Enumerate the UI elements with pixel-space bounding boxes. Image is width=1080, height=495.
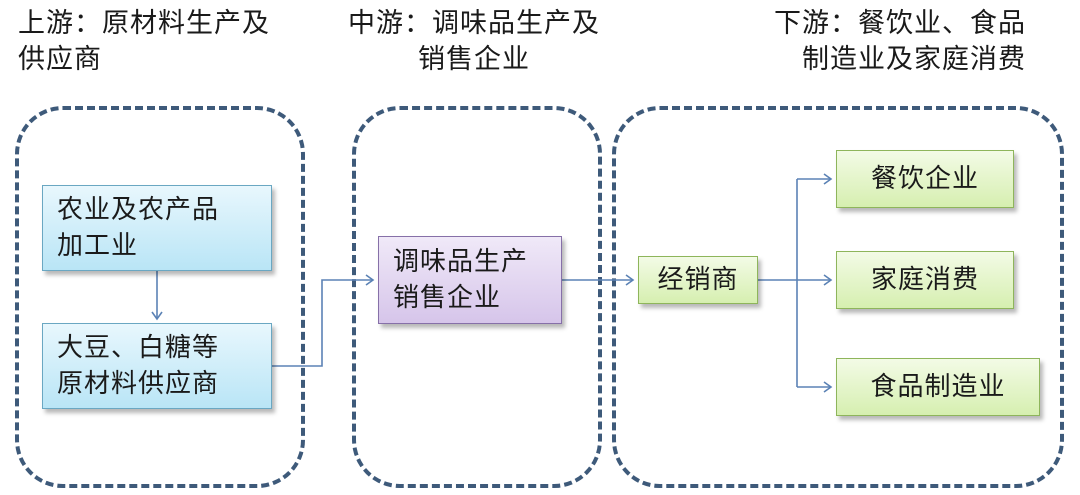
upstream-stage-frame <box>15 106 305 488</box>
catering-box: 餐饮企业 <box>836 150 1014 208</box>
household-box: 家庭消费 <box>836 251 1014 309</box>
manufacturer-box: 调味品生产 销售企业 <box>378 236 562 324</box>
raw-materials-box-line-2: 原材料供应商 <box>57 369 220 399</box>
raw-materials-box-line-1: 大豆、白糖等 <box>57 333 220 363</box>
midstream-header: 中游：调味品生产及 销售企业 <box>348 6 600 78</box>
dealer-box-label: 经销商 <box>657 265 739 295</box>
upstream-header: 上游：原材料生产及 供应商 <box>18 6 270 78</box>
upstream-header-line-1: 上游：原材料生产及 <box>18 8 270 39</box>
food-manufacturing-box: 食品制造业 <box>836 358 1040 416</box>
midstream-header-line-2: 销售企业 <box>418 44 530 75</box>
downstream-header: 下游：餐饮业、食品 制造业及家庭消费 <box>774 6 1026 78</box>
dealer-box: 经销商 <box>638 256 758 304</box>
agriculture-box: 农业及农产品 加工业 <box>42 185 272 271</box>
manufacturer-box-line-2: 销售企业 <box>393 283 502 313</box>
agriculture-box-line-1: 农业及农产品 <box>57 195 220 225</box>
midstream-header-line-1: 中游：调味品生产及 <box>348 8 600 39</box>
household-box-label: 家庭消费 <box>870 265 979 295</box>
downstream-header-line-1: 下游：餐饮业、食品 <box>774 8 1026 39</box>
manufacturer-box-line-1: 调味品生产 <box>393 247 529 277</box>
upstream-header-line-2: 供应商 <box>18 44 102 75</box>
agriculture-box-line-2: 加工业 <box>57 231 139 261</box>
raw-materials-box: 大豆、白糖等 原材料供应商 <box>42 323 272 409</box>
downstream-stage-frame <box>612 106 1064 488</box>
catering-box-label: 餐饮企业 <box>870 164 979 194</box>
food-manufacturing-box-label: 食品制造业 <box>870 372 1006 402</box>
downstream-header-line-2: 制造业及家庭消费 <box>802 44 1026 75</box>
